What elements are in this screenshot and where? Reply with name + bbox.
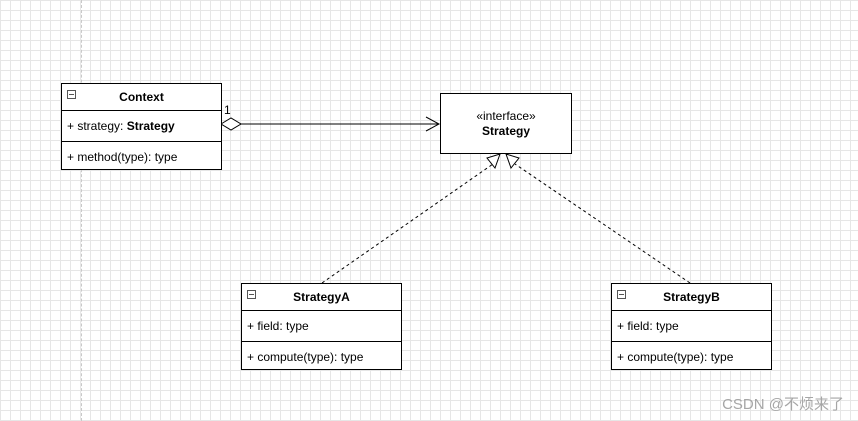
context-method: + method(type): type [62, 141, 221, 171]
realization-connector-a[interactable] [321, 153, 501, 284]
interface-stereotype: «interface» [476, 108, 536, 123]
association-multiplicity: 1 [224, 103, 231, 117]
strategy-a-class-header: StrategyA [242, 284, 401, 311]
collapse-icon[interactable] [617, 290, 626, 299]
realization-line-a [321, 163, 494, 284]
realization-line-b [514, 163, 691, 284]
csdn-watermark: CSDN @不烦来了 [722, 396, 844, 413]
aggregation-connector[interactable] [220, 116, 441, 132]
strategy-b-method: + compute(type): type [612, 341, 771, 371]
strategy-b-class-name: StrategyB [663, 290, 720, 304]
realization-arrowhead-b [505, 153, 520, 170]
strategy-interface-name: Strategy [481, 123, 531, 138]
realization-connector-b[interactable] [505, 153, 691, 284]
context-attribute: + strategy: Strategy [62, 111, 221, 141]
strategy-a-attribute: + field: type [247, 319, 309, 333]
context-attribute-prefix: + strategy: [67, 119, 127, 133]
context-class-header: Context [62, 84, 221, 111]
collapse-icon[interactable] [67, 90, 76, 99]
aggregation-diamond [220, 117, 242, 131]
strategy-a-class[interactable]: StrategyA + field: type + compute(type):… [241, 283, 402, 370]
context-class-name: Context [119, 90, 164, 104]
context-class[interactable]: Context + strategy: Strategy + method(ty… [61, 83, 222, 170]
context-attribute-type: Strategy [126, 119, 175, 133]
strategy-b-class[interactable]: StrategyB + field: type + compute(type):… [611, 283, 772, 370]
association-arrowhead [425, 116, 441, 132]
realization-arrowhead-a [486, 153, 501, 170]
strategy-a-method: + compute(type): type [242, 341, 401, 371]
strategy-b-class-header: StrategyB [612, 284, 771, 311]
strategy-a-class-name: StrategyA [293, 290, 350, 304]
strategy-b-attribute: + field: type [617, 319, 679, 333]
page-boundary-guide [81, 0, 82, 421]
collapse-icon[interactable] [247, 290, 256, 299]
strategy-interface[interactable]: «interface» Strategy [440, 93, 572, 154]
